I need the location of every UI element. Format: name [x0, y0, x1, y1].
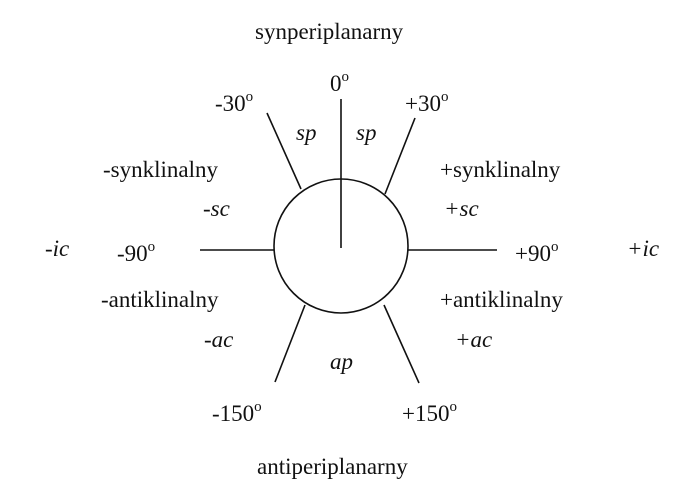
abbr-plus-sc: +sc [444, 196, 479, 221]
angle-0: 0o [330, 69, 349, 96]
abbr-minus-ac: -ac [204, 327, 234, 352]
abbr-minus-ic: -ic [45, 236, 70, 261]
angle-plus90: +90o [515, 239, 559, 266]
abbr-plus-ic: +ic [627, 236, 660, 261]
angle-minus150: -150o [212, 399, 262, 426]
angle-plus30: +30o [405, 89, 449, 116]
bond-minus150 [274, 304, 306, 383]
bond-plus30 [384, 117, 416, 195]
bond-minus30 [266, 112, 302, 190]
abbr-plus-ac: +ac [455, 327, 493, 352]
abbr-sp-left: sp [296, 120, 317, 145]
label-minus-anticlinal: -antiklinalny [101, 287, 219, 312]
abbr-sp-right: sp [356, 120, 377, 145]
title-synperiplanar: synperiplanarny [255, 19, 404, 44]
bond-plus150 [383, 304, 420, 384]
angle-minus90: -90o [117, 239, 156, 266]
label-minus-synclinal: -synklinalny [103, 157, 218, 182]
abbr-ap: ap [330, 349, 353, 374]
angle-plus150: +150o [402, 399, 457, 426]
abbr-minus-sc: -sc [203, 196, 230, 221]
title-antiperiplanar: antiperiplanarny [257, 454, 408, 479]
label-plus-anticlinal: +antiklinalny [440, 287, 563, 312]
label-plus-synclinal: +synklinalny [440, 157, 561, 182]
angle-minus30: -30o [215, 89, 254, 116]
